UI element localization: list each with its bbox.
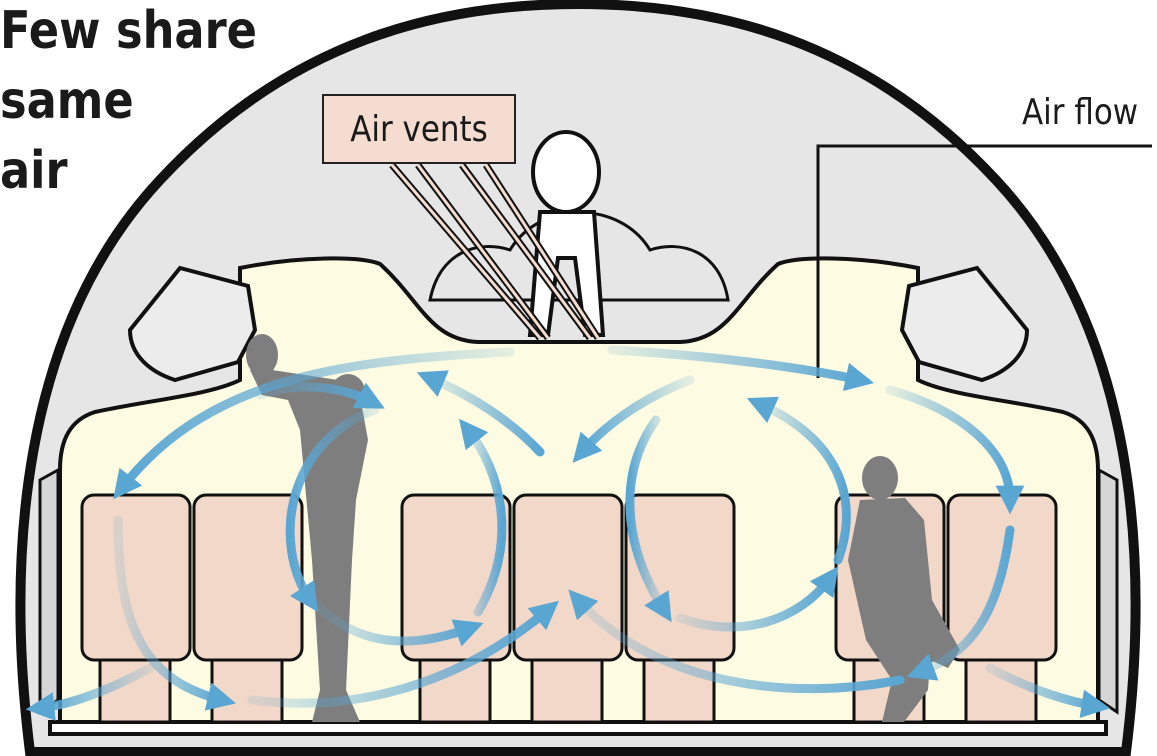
air-vents-label: Air vents: [350, 109, 488, 150]
side-wall-left: [40, 470, 58, 712]
air-vents-callout: Air vents: [322, 94, 516, 164]
seat-block-center: [402, 495, 734, 722]
cabin-floor: [50, 722, 1106, 734]
air-flow-label: Air flow: [1022, 92, 1138, 133]
title-line-1: Few share: [0, 0, 257, 66]
side-wall-right: [1099, 470, 1117, 712]
title-line-2: same: [0, 66, 257, 136]
diagram-title: Few share same air: [0, 0, 257, 206]
title-line-3: air: [0, 136, 257, 206]
